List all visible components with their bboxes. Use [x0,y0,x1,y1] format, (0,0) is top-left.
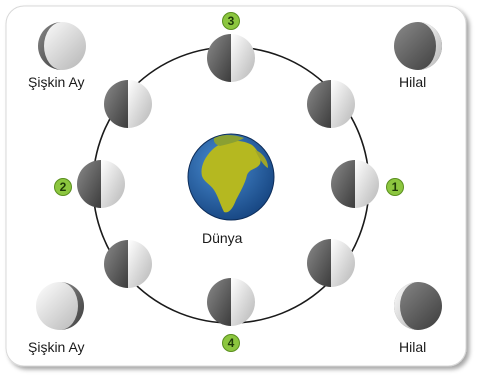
label-top-left: Şişkin Ay [28,74,85,90]
moon-bottom [207,278,255,326]
label-top-right: Hilal [399,74,427,90]
earth-globe [187,133,275,221]
badge-four: 4 [222,334,240,352]
moon-gibbous-top-left [38,22,86,70]
moon-top [207,34,255,82]
label-bottom-left: Şişkin Ay [28,339,85,355]
earth-label: Dünya [202,230,243,246]
moon-right [331,160,379,208]
moon-top-left [104,80,152,128]
moon-crescent-top-right [394,22,442,70]
badge-one: 1 [386,178,404,196]
moon-crescent-bottom-right [394,282,442,330]
moon-left [77,160,125,208]
badge-two: 2 [54,178,72,196]
badge-three: 3 [222,12,240,30]
moon-bottom-left [104,240,152,288]
moon-gibbous-bottom-left [36,282,84,330]
moon-top-right [307,80,355,128]
moon-bottom-right [307,239,355,287]
label-bottom-right: Hilal [399,339,427,355]
